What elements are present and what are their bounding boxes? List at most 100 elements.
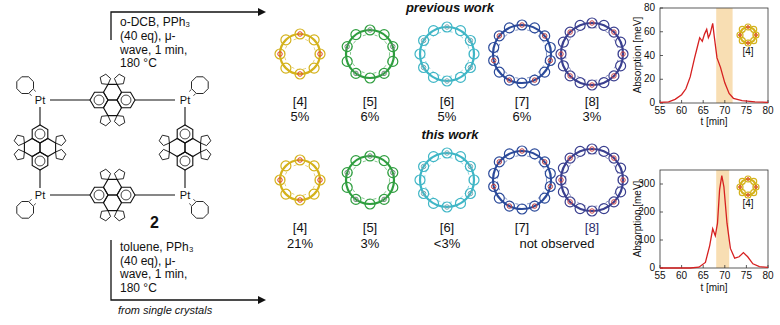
drawing-part: [520, 149, 525, 154]
atom-label: Pt: [180, 189, 190, 202]
drawing-part: [745, 192, 751, 198]
drawing-part: [429, 198, 439, 208]
drawing-part: [587, 144, 597, 154]
drawing-part: [545, 56, 555, 66]
drawing-part: [532, 78, 537, 83]
ring-size-label: [7]: [515, 95, 529, 110]
pyrene-unit: [159, 125, 211, 170]
drawing-part: [747, 194, 750, 197]
drawing-part: [445, 79, 450, 84]
tick-label: 60: [676, 270, 687, 282]
pyrene-unit: [90, 74, 135, 126]
atom-label: Pt: [180, 94, 190, 107]
drawing-part: [747, 42, 750, 45]
drawing-part: [612, 30, 617, 35]
reaction-arrow: [111, 240, 266, 304]
yield-value: <3%: [434, 237, 460, 252]
drawing-part: [494, 157, 504, 167]
drawing-part: [747, 178, 750, 181]
drawing-part: [135, 99, 175, 100]
macrocycle-model: [342, 25, 398, 83]
drawing-part: [545, 169, 555, 179]
drawing-part: [278, 52, 283, 57]
yield-value: 5%: [291, 110, 310, 125]
axis-title: t [min]: [700, 116, 727, 128]
drawing-part: [745, 24, 751, 30]
drawing-part: [281, 189, 291, 199]
drawing-part: [445, 205, 450, 210]
drawing-part: [465, 162, 475, 172]
drawing-part: [612, 156, 617, 161]
yield-value: 3%: [583, 110, 602, 125]
drawing-part: [609, 27, 619, 37]
drawing-part: [135, 194, 175, 195]
drawing-part: [469, 49, 479, 59]
drawing-part: [724, 265, 725, 268]
drawing-part: [295, 69, 305, 79]
drawing-part: [489, 56, 499, 66]
drawing-part: [29, 94, 31, 96]
drawing-part: [278, 178, 283, 183]
drawing-part: [35, 129, 45, 139]
drawing-part: [530, 149, 540, 159]
ring-size-label: [4]: [293, 221, 307, 236]
tick-label: 80: [762, 105, 773, 117]
drawing-part: [382, 197, 387, 202]
drawing-part: [590, 209, 595, 214]
tick-label: 60: [644, 26, 655, 38]
drawing-part: [177, 152, 193, 170]
tick-label: 40: [644, 50, 655, 62]
arrow-head: [258, 296, 266, 304]
drawing-part: [751, 38, 757, 44]
drawing-part: [532, 204, 537, 209]
drawing-part: [548, 58, 553, 63]
ring-size-label: [8]: [585, 221, 599, 236]
drawing-part: [189, 203, 191, 205]
drawing-part: [755, 34, 758, 37]
drawing-part: [494, 193, 504, 203]
drawing-part: [388, 168, 398, 178]
drawing-part: [298, 158, 303, 163]
drawing-part: [280, 34, 320, 74]
chromatogram: [660, 8, 768, 103]
cod-ligand: [17, 77, 34, 94]
drawing-part: [660, 79, 663, 80]
drawing-part: [494, 31, 504, 41]
yield-value: 3%: [361, 237, 380, 252]
drawing-part: [114, 169, 124, 179]
drawing-part: [100, 169, 110, 179]
tick-label: 55: [654, 105, 665, 117]
drawing-part: [497, 160, 502, 165]
drawing-part: [56, 149, 66, 159]
drawing-part: [517, 20, 527, 30]
drawing-part: [468, 65, 473, 70]
drawing-part: [566, 28, 619, 81]
drawing-part: [497, 34, 502, 39]
drawing-part: [114, 116, 124, 126]
drawing-part: [391, 170, 396, 175]
drawing-part: [180, 129, 190, 139]
drawing-part: [111, 240, 259, 300]
drawing-part: [315, 175, 325, 185]
drawing-part: [315, 49, 325, 59]
drawing-part: [609, 71, 619, 81]
cod-ligand: [192, 77, 209, 94]
axis-title: Absorption [meV]: [632, 181, 644, 258]
yield-value: not observed: [519, 237, 594, 252]
drawing-part: [442, 202, 452, 212]
drawing-part: [468, 191, 473, 196]
drawing-part: [275, 175, 285, 185]
drawing-part: [281, 63, 291, 73]
structure-drawing: [14, 74, 211, 221]
drawing-part: [421, 164, 426, 169]
drawing-part: [465, 36, 475, 46]
drawing-part: [309, 161, 319, 171]
drawing-part: [755, 186, 758, 189]
drawing-part: [189, 89, 191, 91]
drawing-part: [351, 68, 361, 78]
macrocycle-model: [556, 18, 628, 90]
drawing-part: [56, 135, 66, 145]
drawing-part: [587, 206, 597, 216]
drawing-part: [351, 161, 390, 200]
drawing-part: [530, 201, 540, 211]
